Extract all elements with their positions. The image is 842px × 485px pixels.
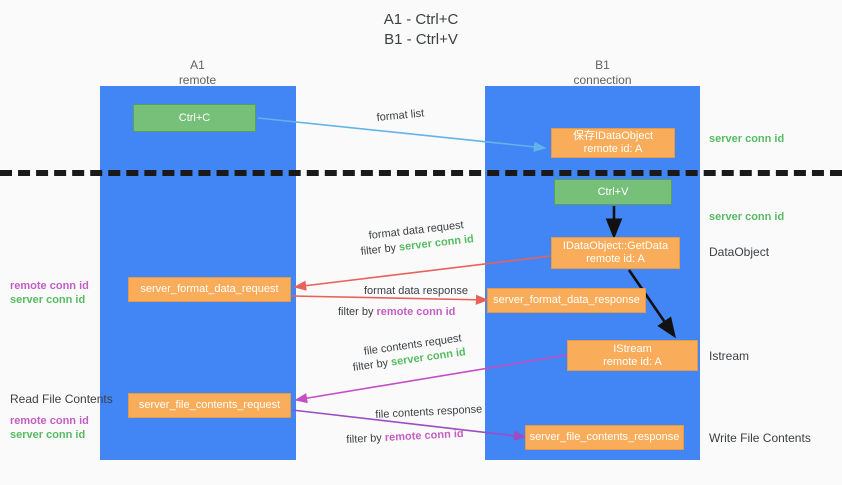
- box-server-file-contents-response[interactable]: server_file_contents_response: [525, 425, 684, 450]
- annotation-dataobject: DataObject: [709, 245, 770, 259]
- box-save-idataobject-line1: 保存IDataObject: [572, 130, 654, 142]
- column-header-a1: A1 remote: [120, 58, 275, 88]
- page-title: A1 - Ctrl+C B1 - Ctrl+V: [0, 10, 842, 50]
- box-istream[interactable]: IStream remote id: A: [567, 340, 698, 371]
- column-header-a1-role: remote: [178, 73, 217, 87]
- box-ctrl-v[interactable]: Ctrl+V: [554, 179, 672, 205]
- box-server-format-data-request-label: server_format_data_request: [140, 283, 279, 295]
- box-ctrl-v-label: Ctrl+V: [597, 185, 629, 198]
- annotation-read-file-contents: Read File Contents: [10, 392, 113, 406]
- caption-format-data-request-filter-prefix: filter by: [360, 241, 400, 258]
- column-header-b1: B1 connection: [525, 58, 680, 88]
- phase-separator: [0, 170, 842, 176]
- caption-file-contents-response-filter-prefix: filter by: [346, 431, 386, 446]
- box-server-format-data-response[interactable]: server_format_data_response: [487, 288, 646, 313]
- box-save-idataobject-line2: remote id: A: [583, 143, 643, 155]
- caption-format-data-response-filter: filter by remote conn id: [338, 305, 455, 319]
- box-ctrl-c[interactable]: Ctrl+C: [133, 104, 256, 132]
- box-server-file-contents-request[interactable]: server_file_contents_request: [128, 393, 291, 418]
- box-server-format-data-request[interactable]: server_format_data_request: [128, 277, 291, 302]
- annotation-remote-conn-id-top: remote conn id: [10, 280, 89, 292]
- title-line-1: A1 - Ctrl+C: [383, 11, 459, 28]
- box-server-file-contents-response-label: server_file_contents_response: [529, 431, 680, 443]
- title-line-2: B1 - Ctrl+V: [384, 31, 458, 48]
- caption-file-contents-request-filter-prefix: filter by: [352, 356, 392, 374]
- box-idataobject-getdata-line2: remote id: A: [586, 253, 645, 265]
- caption-format-list: format list: [376, 107, 425, 124]
- box-save-idataobject[interactable]: 保存IDataObject remote id: A: [551, 128, 675, 158]
- annotation-istream: Istream: [709, 349, 750, 363]
- caption-format-data-response-filter-prefix: filter by: [338, 306, 377, 318]
- caption-file-contents-response-filter: filter by remote conn id: [346, 427, 464, 447]
- annotation-remote-conn-id-bottom: remote conn id: [10, 415, 89, 427]
- box-idataobject-getdata-line1: IDataObject::GetData: [562, 240, 669, 252]
- box-server-format-data-response-label: server_format_data_response: [493, 294, 640, 306]
- annotation-write-file-contents: Write File Contents: [709, 431, 811, 445]
- box-istream-line1: IStream: [613, 342, 652, 355]
- caption-format-data-response-filter-value: remote conn id: [376, 306, 456, 318]
- box-idataobject-getdata[interactable]: IDataObject::GetData remote id: A: [551, 237, 680, 269]
- caption-file-contents-response: file contents response: [375, 403, 483, 421]
- box-istream-line2: remote id: A: [603, 355, 662, 368]
- column-header-a1-name: A1: [190, 58, 205, 72]
- annotation-server-conn-id-left-top: server conn id: [10, 294, 86, 306]
- column-header-b1-name: B1: [595, 58, 610, 72]
- caption-file-contents-response-filter-value: remote conn id: [384, 427, 464, 444]
- box-server-file-contents-request-label: server_file_contents_request: [138, 399, 281, 411]
- box-ctrl-c-label: Ctrl+C: [178, 111, 211, 124]
- annotation-server-conn-id-mid: server conn id: [709, 211, 785, 223]
- caption-format-data-response: format data response: [364, 285, 468, 297]
- column-header-b1-role: connection: [573, 73, 632, 87]
- annotation-server-conn-id-top: server conn id: [709, 133, 785, 145]
- annotation-server-conn-id-left-bottom: server conn id: [10, 429, 86, 441]
